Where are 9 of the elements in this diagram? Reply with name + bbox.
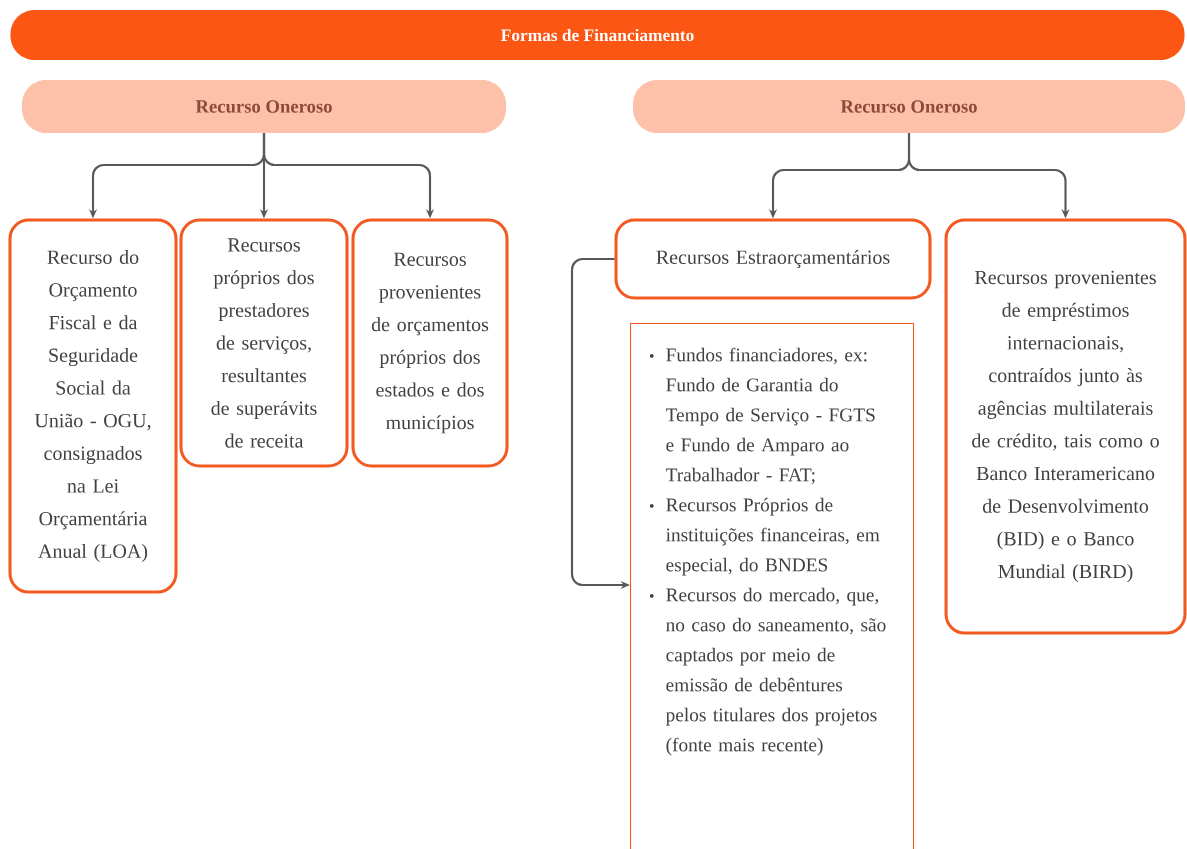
text-box: Recursos Estraorçamentários [614, 218, 932, 300]
text-box: Recursos próprios dos prestadores de serviços, resultantes de superávits de receita [179, 218, 349, 468]
title-bar: Formas de Financiamento [10, 10, 1185, 60]
text-box: Recursos provenientes de orçamentos próprios dos estados e dos municípios [351, 218, 509, 468]
text-box: Recurso do Orçamento Fiscal e da Seguridade Social da União - OGU, consignados na Lei Orçamentária Anual (LOA) [8, 218, 178, 594]
category-box: Recurso Oneroso [633, 79, 1185, 134]
text-box: Recursos provenientes de empréstimos internacionais, contraídos junto às agências multilaterais de crédito, tais como o Banco Interamericano de Desenvolvimento (BID) e o Banco Mundial (BIRD) [944, 218, 1187, 635]
bullet-list-box: Fundos financiadores, ex: Fundo de Garantia do Tempo de Serviço - FGTS e Fundo de Amparo ao Trabalhador - FAT; Recursos Próprios de instituições financeiras, em especial, do BNDES Recursos do mercado, que, no caso do saneamento, são captados por meio de emissão de debêntures pelos titulares dos projetos (fonte mais recente) [630, 323, 914, 849]
category-box: Recurso Oneroso [22, 79, 506, 134]
